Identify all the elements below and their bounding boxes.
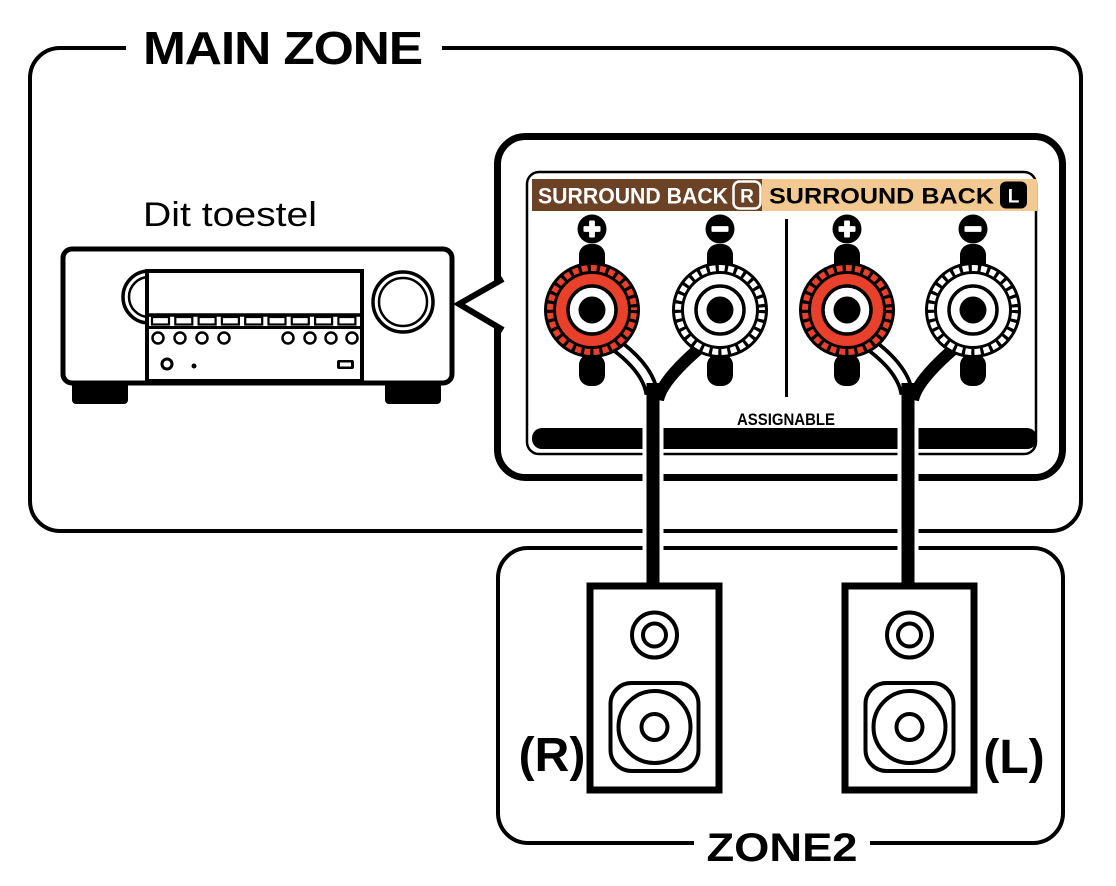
surround-back-l-text: SURROUND BACK <box>769 184 994 209</box>
zone2-cables <box>642 383 919 592</box>
assignable-label: ASSIGNABLE <box>737 411 835 429</box>
channel-l-badge <box>1000 181 1027 209</box>
usb-port <box>337 360 354 369</box>
receiver-foot-right <box>385 381 441 404</box>
preset-button-row <box>150 315 357 326</box>
plus-icon <box>577 214 607 244</box>
surround-back-r-label: SURROUND BACK R <box>532 179 762 211</box>
headphone-jack <box>160 357 174 371</box>
receiver-foot-left <box>72 381 128 404</box>
surround-back-l-label: SURROUND BACK L <box>762 179 1037 211</box>
channel-l-badge-letter: L <box>1008 187 1020 208</box>
control-button-row <box>151 331 359 345</box>
zone2-speaker-left <box>845 586 974 790</box>
receiver-unit: Dit toestel <box>60 196 455 404</box>
volume-knob <box>371 270 435 334</box>
minus-icon <box>958 214 988 244</box>
surround-back-r-text: SURROUND BACK <box>538 184 728 209</box>
zone2-box: ZONE2 <box>496 546 1065 870</box>
terminal-base-bar <box>532 428 1037 449</box>
front-panel-block <box>145 269 364 383</box>
zone2-title-gap <box>694 834 870 860</box>
zone2-speaker-right <box>590 586 719 790</box>
zone2-title: ZONE2 <box>707 826 858 870</box>
main-zone-title-gap <box>126 36 442 60</box>
main-zone-title: MAIN ZONE <box>143 22 422 74</box>
plus-icon <box>832 214 862 244</box>
terminal-panel: SURROUND BACK R SURROUND BACK L <box>453 133 1066 481</box>
speaker-r-label: (R) <box>519 729 586 782</box>
device-label: Dit toestel <box>143 196 317 234</box>
main-zone-box: MAIN ZONE <box>28 22 1083 533</box>
speaker-l-label: (L) <box>983 731 1044 784</box>
minus-icon <box>705 214 735 244</box>
channel-r-badge <box>732 180 762 210</box>
setup-mic-jack <box>191 363 197 369</box>
channel-r-badge-letter: R <box>740 187 754 208</box>
callout-pointer <box>453 276 505 333</box>
